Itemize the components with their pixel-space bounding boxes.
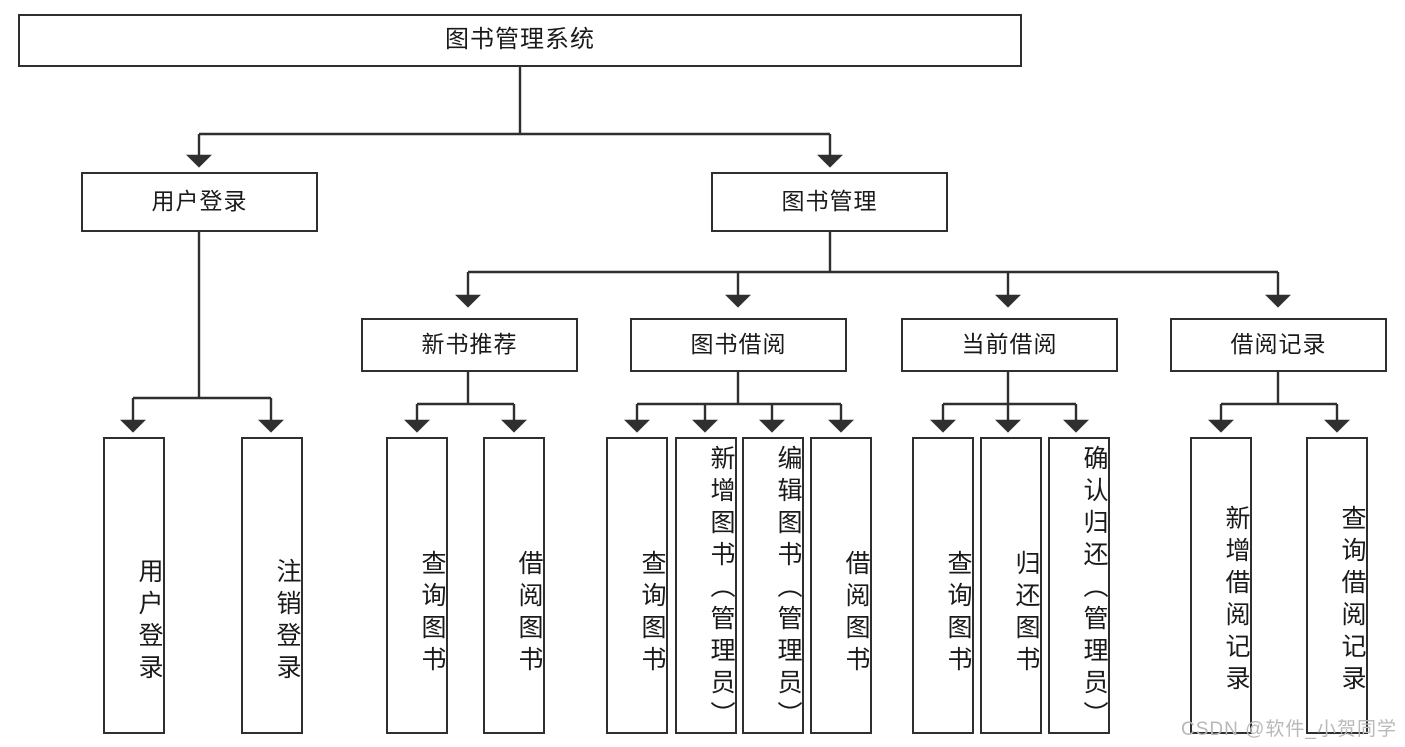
leaf-borrow-query-book[interactable]: 查询图书: [606, 437, 668, 734]
leaf-record-query-record[interactable]: 查询借阅记录: [1306, 437, 1368, 734]
leaf-borrow-borrow-book[interactable]: 借阅图书: [810, 437, 872, 734]
leaf-current-query-book[interactable]: 查询图书: [912, 437, 974, 734]
leaf-recommend-query-book[interactable]: 查询图书: [386, 437, 448, 734]
leaf-current-confirm-return-admin[interactable]: 确认归还（管理员）: [1048, 437, 1110, 734]
leaf-recommend-borrow-book[interactable]: 借阅图书: [483, 437, 545, 734]
node-borrow-record[interactable]: 借阅记录: [1170, 318, 1387, 372]
node-label: 当前借阅: [961, 331, 1058, 358]
node-label: 归还图书: [1012, 549, 1040, 678]
node-label: 图书管理: [781, 188, 878, 215]
node-user-login[interactable]: 用户登录: [81, 172, 318, 232]
node-label: 新书推荐: [421, 331, 518, 358]
leaf-current-return-book[interactable]: 归还图书: [980, 437, 1042, 734]
node-label: 确认归还（管理员）: [1080, 445, 1108, 733]
node-label: 注销登录: [273, 557, 301, 686]
node-label: 新增借阅记录: [1222, 504, 1250, 697]
leaf-borrow-add-book-admin[interactable]: 新增图书（管理员）: [675, 437, 737, 734]
node-label: 查询图书: [944, 549, 972, 678]
node-label: 新增图书（管理员）: [707, 445, 735, 733]
node-label: 图书借阅: [690, 331, 787, 358]
node-new-book-recommend[interactable]: 新书推荐: [361, 318, 578, 372]
node-label: 借阅图书: [515, 549, 543, 678]
node-label: 查询图书: [638, 549, 666, 678]
node-label: 用户登录: [135, 557, 163, 686]
node-label: 图书管理系统: [445, 26, 595, 54]
watermark: CSDN @软件_小贺同学: [1181, 719, 1397, 740]
node-label: 借阅记录: [1230, 331, 1327, 358]
node-label: 查询图书: [418, 549, 446, 678]
node-label: 借阅图书: [842, 549, 870, 678]
node-current-borrow[interactable]: 当前借阅: [901, 318, 1118, 372]
node-label: 用户登录: [151, 188, 248, 215]
node-book-borrow[interactable]: 图书借阅: [630, 318, 847, 372]
leaf-user-login-logout[interactable]: 注销登录: [241, 437, 303, 734]
leaf-record-add-record[interactable]: 新增借阅记录: [1190, 437, 1252, 734]
node-book-management[interactable]: 图书管理: [711, 172, 948, 232]
leaf-borrow-edit-book-admin[interactable]: 编辑图书（管理员）: [742, 437, 804, 734]
leaf-user-login-login[interactable]: 用户登录: [103, 437, 165, 734]
node-label: 编辑图书（管理员）: [774, 445, 802, 733]
node-label: 查询借阅记录: [1338, 504, 1366, 697]
node-root-book-management-system[interactable]: 图书管理系统: [18, 14, 1022, 67]
